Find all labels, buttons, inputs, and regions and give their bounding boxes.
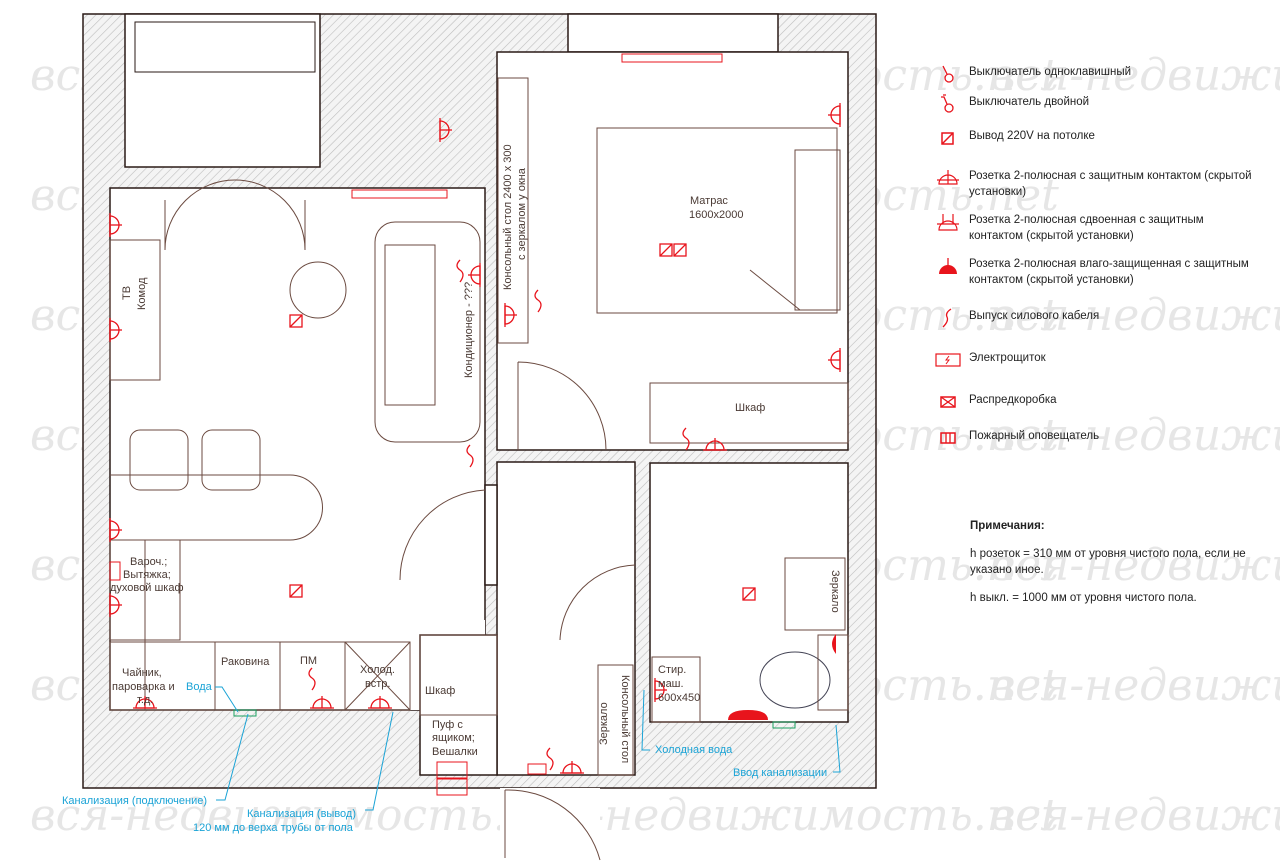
svg-text:Ввод канализации: Ввод канализации [733, 767, 827, 779]
svg-text:Вароч.;: Вароч.; [130, 556, 167, 568]
room-labels: Матрас 1600x2000 Консольный стол 2400 х … [110, 144, 841, 763]
svg-text:ПМ: ПМ [300, 655, 317, 667]
svg-text:Шкаф: Шкаф [425, 685, 455, 697]
socket-icon [937, 170, 959, 185]
legend-label: Розетка 2-полюсная с защитным контактом … [969, 170, 1252, 198]
svg-text:Шкаф: Шкаф [735, 402, 765, 414]
svg-text:маш.: маш. [658, 678, 684, 690]
svg-text:Стир.: Стир. [658, 664, 686, 676]
legend-item: Розетка 2-полюсная сдвоенная с защитным … [935, 212, 1255, 244]
legend-item: Электрощиток [935, 350, 1046, 370]
legend-item: Выпуск силового кабеля [935, 308, 1099, 328]
fire-alarm-icon [940, 432, 956, 444]
switch-double-icon [941, 94, 954, 113]
legend-label: Выключатель двойной [969, 96, 1090, 108]
electrical-panel-icon [935, 353, 961, 367]
svg-text:Консольный стол: Консольный стол [619, 675, 631, 763]
legend-label: Розетка 2-полюсная сдвоенная с защитным … [969, 214, 1204, 242]
svg-text:600х450: 600х450 [658, 692, 700, 704]
svg-text:пароварка и: пароварка и [112, 681, 175, 693]
ceiling-outlet-icon [941, 132, 954, 145]
svg-text:вся-недвижимость.net: вся-недвижимость.net [990, 290, 1280, 341]
svg-text:Зеркало: Зеркало [598, 702, 610, 745]
svg-text:Кондиционер - ???: Кондиционер - ??? [463, 282, 475, 378]
legend-label: Пожарный оповещатель [969, 430, 1100, 442]
svg-text:вся-недвижимость.net: вся-недвижимость.net [990, 660, 1280, 711]
svg-text:вся-недвижимость.net: вся-недвижимость.net [990, 790, 1280, 841]
legend-item: Розетка 2-полюсная влаго-защищенная с за… [935, 256, 1255, 288]
svg-text:т.д.: т.д. [137, 694, 153, 706]
furniture [109, 21, 849, 861]
svg-text:вся-недвижимость.net: вся-недвижимость.net [990, 410, 1280, 461]
legend-label: Розетка 2-полюсная влаго-защищенная с за… [969, 258, 1249, 286]
svg-text:вся-недвижимость.net: вся-недвижимость.net [510, 790, 1059, 841]
plumbing-labels: Вода Канализация (подключение) Канализац… [62, 681, 827, 834]
svg-text:Канализация (вывод): Канализация (вывод) [247, 808, 356, 820]
svg-text:Вода: Вода [186, 681, 213, 693]
svg-text:Матрас: Матрас [690, 195, 728, 207]
svg-text:ящиком;: ящиком; [432, 732, 475, 744]
svg-text:Пуф с: Пуф с [432, 719, 463, 731]
svg-text:Канализация (подключение): Канализация (подключение) [62, 795, 207, 807]
legend-label: Выпуск силового кабеля [969, 310, 1100, 322]
svg-text:Комод: Комод [136, 277, 148, 310]
legend-label: Выключатель одноклавишный [969, 66, 1132, 78]
electrical-symbols [109, 53, 841, 796]
legend-item: Выключатель одноклавишный [935, 64, 1131, 84]
svg-text:встр.: встр. [365, 678, 390, 690]
svg-text:вся-недвижимость.net: вся-недвижимость.net [30, 790, 579, 841]
notes: Примечания: h розеток = 310 мм от уровня… [970, 518, 1260, 618]
legend-item: Розетка 2-полюсная с защитным контактом … [935, 168, 1255, 200]
legend-label: Электрощиток [969, 352, 1046, 364]
waterproof-socket-icon [939, 258, 957, 274]
svg-text:Зеркало: Зеркало [829, 570, 841, 613]
svg-text:Вытяжка;: Вытяжка; [123, 569, 171, 581]
svg-text:120 мм до верха трубы от пола: 120 мм до верха трубы от пола [193, 822, 354, 834]
legend-label: Вывод 220V на потолке [969, 130, 1095, 142]
walls [82, 13, 877, 862]
svg-text:ТВ: ТВ [121, 286, 133, 300]
switch-single-icon [942, 65, 954, 83]
legend-item: Вывод 220V на потолке [935, 128, 1095, 148]
svg-text:вся-недвижимость.net: вся-недвижимость.net [990, 540, 1280, 591]
svg-text:с зеркалом у окна: с зеркалом у окна [516, 167, 528, 260]
legend-label: Распредкоробка [969, 394, 1057, 406]
legend-item: Выключатель двойной [935, 94, 1089, 114]
svg-text:Раковина: Раковина [221, 656, 270, 668]
notes-title: Примечания: [970, 520, 1045, 532]
svg-text:вся-недвижимость.net: вся-недвижимость.net [990, 50, 1280, 101]
svg-text:Холодная вода: Холодная вода [655, 744, 733, 756]
svg-text:духовой шкаф: духовой шкаф [110, 582, 184, 594]
legend-item: Пожарный оповещатель [935, 428, 1099, 448]
junction-box-icon [940, 396, 956, 408]
note-item: h выкл. = 1000 мм от уровня чистого пола… [970, 592, 1197, 604]
double-socket-icon [937, 214, 959, 231]
plumbing-leaders [215, 686, 841, 811]
power-cable-icon [942, 308, 952, 328]
svg-text:Чайник,: Чайник, [122, 667, 162, 679]
note-item: h розеток = 310 мм от уровня чистого пол… [970, 548, 1246, 576]
legend-item: Распредкоробка [935, 392, 1057, 412]
svg-text:Холод.: Холод. [360, 664, 395, 676]
svg-text:1600x2000: 1600x2000 [689, 209, 743, 221]
svg-text:Вешалки: Вешалки [432, 746, 478, 758]
svg-text:Консольный стол 2400 х 300: Консольный стол 2400 х 300 [502, 144, 514, 290]
